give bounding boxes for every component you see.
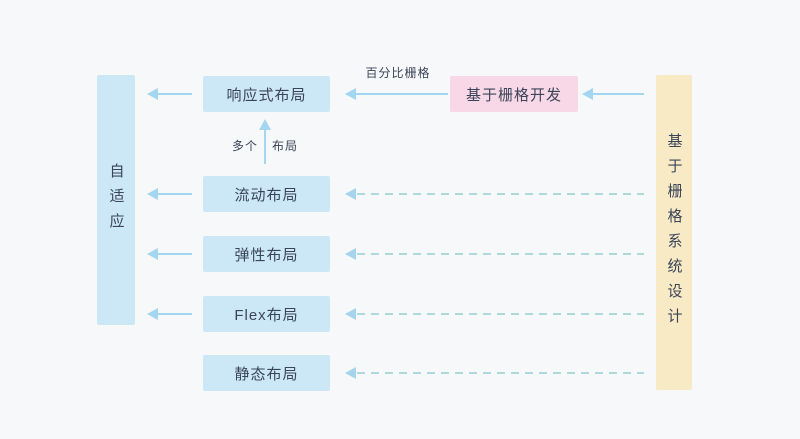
- static-layout-box: 静态布局: [203, 355, 330, 391]
- arrow-left-icon: [147, 88, 158, 100]
- arrow-griddev-to-responsive: [345, 88, 448, 100]
- grid-system-design-label: 基于栅格系统设计: [665, 132, 683, 333]
- multi-label: 多个: [231, 139, 258, 153]
- arrow-gridsystem-to-griddev: [582, 88, 644, 100]
- arrow-left-icon: [345, 88, 356, 100]
- layout-label: 布局: [272, 139, 299, 153]
- adaptive-box: 自适应: [97, 75, 135, 325]
- grid-development-label: 基于栅格开发: [465, 86, 562, 104]
- responsive-layout-box: 响应式布局: [203, 76, 330, 112]
- arrow-responsive-to-adaptive: [147, 88, 192, 100]
- grid-system-design-box: 基于栅格系统设计: [656, 75, 692, 390]
- flex-layout-box: Flex布局: [203, 296, 330, 332]
- static-layout-label: 静态布局: [234, 365, 299, 383]
- dashed-arrow-gridsystem-to-elastic: [345, 248, 644, 260]
- fluid-layout-label: 流动布局: [234, 186, 299, 204]
- elastic-layout-box: 弹性布局: [203, 236, 330, 272]
- dashed-arrow-gridsystem-to-flex: [345, 308, 644, 320]
- percent-grid-label: 百分比栅格: [365, 66, 431, 80]
- dashed-arrow-gridsystem-to-static: [345, 367, 644, 379]
- arrow-left-icon: [582, 88, 593, 100]
- arrow-left-icon: [345, 188, 356, 200]
- arrow-up-icon: [259, 119, 271, 130]
- arrow-left-icon: [147, 308, 158, 320]
- arrow-left-icon: [147, 248, 158, 260]
- arrow-left-icon: [345, 308, 356, 320]
- arrow-fluid-to-adaptive: [147, 188, 192, 200]
- arrow-left-icon: [345, 248, 356, 260]
- dashed-arrow-gridsystem-to-fluid: [345, 188, 644, 200]
- arrow-left-icon: [345, 367, 356, 379]
- arrow-flex-to-adaptive: [147, 308, 192, 320]
- arrow-left-icon: [147, 188, 158, 200]
- grid-development-box: 基于栅格开发: [450, 76, 578, 112]
- adaptive-box-label: 自适应: [107, 162, 125, 238]
- responsive-layout-label: 响应式布局: [226, 86, 307, 104]
- elastic-layout-label: 弹性布局: [234, 246, 299, 264]
- arrow-up-line: [264, 129, 266, 164]
- arrow-elastic-to-adaptive: [147, 248, 192, 260]
- flex-layout-label: Flex布局: [234, 306, 299, 324]
- fluid-layout-box: 流动布局: [203, 176, 330, 212]
